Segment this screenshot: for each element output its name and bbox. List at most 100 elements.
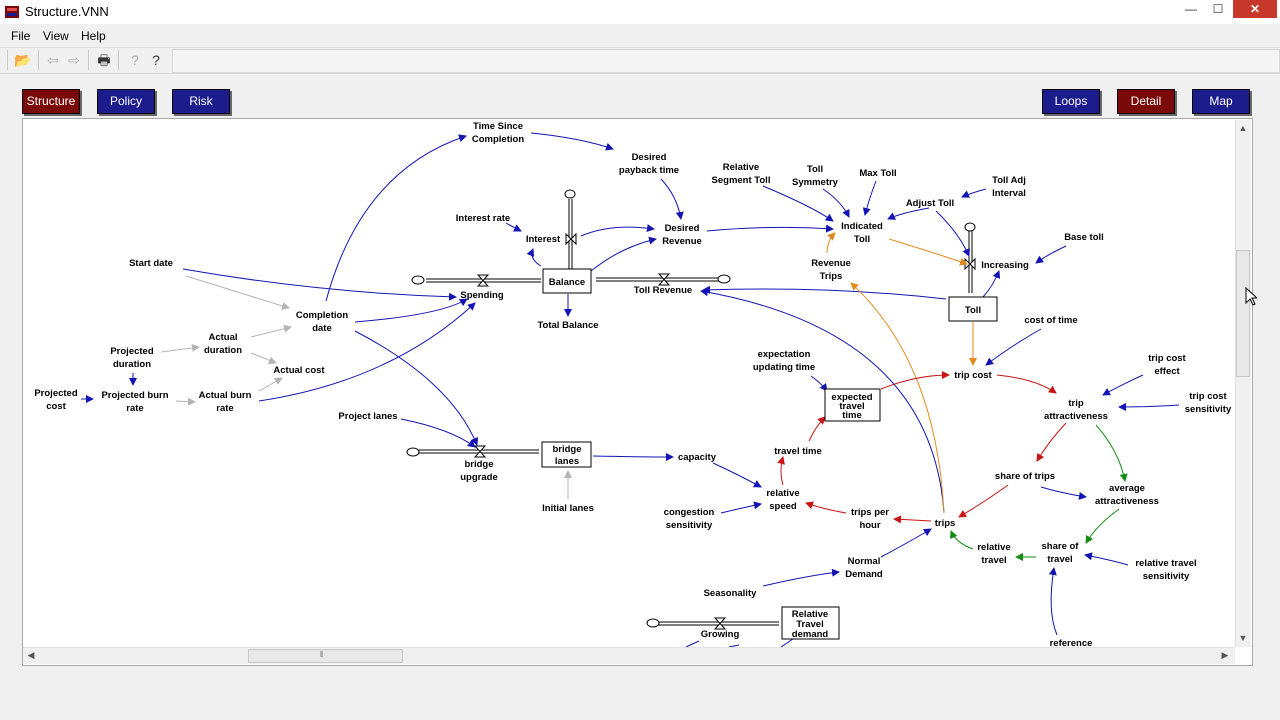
maximize-button[interactable]: ☐ xyxy=(1212,2,1224,16)
var-capacity[interactable]: capacity xyxy=(678,452,717,463)
detail-button[interactable]: Detail xyxy=(1117,89,1175,114)
var-toll-symmetry-line1[interactable]: Toll xyxy=(807,164,823,175)
var-trip-attractiveness-line1[interactable]: trip xyxy=(1068,398,1084,409)
var-trip-cost-effect-line1[interactable]: trip cost xyxy=(1148,353,1186,364)
var-revenue-trips-line2[interactable]: Trips xyxy=(820,271,843,282)
var-average-attractiveness-line1[interactable]: average xyxy=(1109,483,1145,494)
var-revenue-trips-line1[interactable]: Revenue xyxy=(811,258,851,269)
scroll-up-arrow-icon[interactable]: ▲ xyxy=(1238,123,1248,133)
map-button[interactable]: Map xyxy=(1192,89,1250,114)
stock-expected-travel-time-line2[interactable]: travel xyxy=(839,401,864,412)
var-spending[interactable]: Spending xyxy=(460,290,503,301)
var-trip-cost[interactable]: trip cost xyxy=(954,370,992,381)
help-icon[interactable]: ? xyxy=(152,52,160,68)
vertical-scrollbar[interactable] xyxy=(1235,120,1251,647)
var-expectation-updating-time-line2[interactable]: updating time xyxy=(753,362,815,373)
stock-relative-travel-demand-line2[interactable]: Travel xyxy=(796,619,823,630)
var-projected-duration-line2[interactable]: duration xyxy=(113,359,151,370)
var-actual-duration-line2[interactable]: duration xyxy=(204,345,242,356)
policy-button[interactable]: Policy xyxy=(97,89,155,114)
diagram-canvas[interactable]: Balance Toll expected travel time bridge… xyxy=(22,118,1253,666)
menu-file[interactable]: File xyxy=(11,29,31,43)
var-travel-time[interactable]: travel time xyxy=(774,446,822,457)
var-desired-revenue-line2[interactable]: Revenue xyxy=(662,236,702,247)
var-toll-revenue[interactable]: Toll Revenue xyxy=(634,285,692,296)
var-relative-segment-toll-line1[interactable]: Relative xyxy=(723,162,759,173)
structure-button[interactable]: Structure xyxy=(22,89,80,114)
open-folder-icon[interactable]: 📂 xyxy=(14,52,32,68)
var-total-balance[interactable]: Total Balance xyxy=(537,320,598,331)
var-toll-adj-interval-line2[interactable]: Interval xyxy=(992,188,1026,199)
var-normal-demand-line2[interactable]: Demand xyxy=(845,569,883,580)
var-indicated-toll-line2[interactable]: Toll xyxy=(854,234,870,245)
stock-relative-travel-demand-line1[interactable]: Relative xyxy=(792,609,828,620)
loops-button[interactable]: Loops xyxy=(1042,89,1100,114)
var-relative-travel-line1[interactable]: relative xyxy=(977,542,1010,553)
var-toll-symmetry-line2[interactable]: Symmetry xyxy=(792,177,839,188)
var-indicated-toll-line1[interactable]: Indicated xyxy=(841,221,883,232)
close-button[interactable]: ✕ xyxy=(1233,0,1277,18)
var-max-toll[interactable]: Max Toll xyxy=(859,168,896,179)
horizontal-scrollbar[interactable] xyxy=(23,647,1235,664)
var-projected-cost-line1[interactable]: Projected xyxy=(34,388,77,399)
var-trip-cost-sensitivity-line2[interactable]: sensitivity xyxy=(1185,404,1232,415)
var-actual-burn-rate-line2[interactable]: rate xyxy=(216,403,233,414)
var-trips-per-hour-line1[interactable]: trips per xyxy=(851,507,889,518)
var-trips-per-hour-line2[interactable]: hour xyxy=(859,520,880,531)
var-relative-speed-line1[interactable]: relative xyxy=(766,488,799,499)
var-desired-payback-time-line1[interactable]: Desired xyxy=(632,152,667,163)
stock-relative-travel-demand-line3[interactable]: demand xyxy=(792,629,829,640)
var-relative-speed-line2[interactable]: speed xyxy=(769,501,797,512)
var-congestion-sensitivity-line2[interactable]: sensitivity xyxy=(666,520,713,531)
risk-button[interactable]: Risk xyxy=(172,89,230,114)
var-toll-adj-interval-line1[interactable]: Toll Adj xyxy=(992,175,1026,186)
var-desired-payback-time-line2[interactable]: payback time xyxy=(619,165,679,176)
var-relative-travel-sensitivity-line2[interactable]: sensitivity xyxy=(1143,571,1190,582)
var-relative-travel-line2[interactable]: travel xyxy=(981,555,1006,566)
var-bridge-upgrade-line2[interactable]: upgrade xyxy=(460,472,497,483)
var-normal-demand-line1[interactable]: Normal xyxy=(848,556,881,567)
var-average-attractiveness-line2[interactable]: attractiveness xyxy=(1095,496,1159,507)
var-growing[interactable]: Growing xyxy=(701,629,740,640)
stock-expected-travel-time-line3[interactable]: time xyxy=(842,410,862,421)
var-interest[interactable]: Interest xyxy=(526,234,561,245)
scroll-left-arrow-icon[interactable]: ◀ xyxy=(27,650,35,660)
var-desired-revenue-line1[interactable]: Desired xyxy=(665,223,700,234)
var-actual-cost[interactable]: Actual cost xyxy=(273,365,325,376)
var-relative-segment-toll-line2[interactable]: Segment Toll xyxy=(712,175,771,186)
forward-arrow-icon[interactable]: ⇨ xyxy=(68,52,80,68)
whats-this-icon[interactable]: ? xyxy=(131,52,139,68)
var-share-of-travel-line1[interactable]: share of xyxy=(1042,541,1080,552)
vertical-scroll-thumb[interactable] xyxy=(1236,250,1250,377)
var-increasing[interactable]: Increasing xyxy=(981,260,1029,271)
horizontal-scroll-thumb[interactable] xyxy=(248,649,403,663)
var-time-since-completion-line2[interactable]: Completion xyxy=(472,134,524,145)
var-initial-lanes[interactable]: Initial lanes xyxy=(542,503,594,514)
var-adjust-toll[interactable]: Adjust Toll xyxy=(906,198,954,209)
stock-toll[interactable]: Toll xyxy=(965,305,981,316)
var-trips[interactable]: trips xyxy=(935,518,956,529)
var-projected-burn-rate-line2[interactable]: rate xyxy=(126,403,143,414)
var-cost-of-time[interactable]: cost of time xyxy=(1024,315,1077,326)
var-time-since-completion-line1[interactable]: Time Since xyxy=(473,121,523,132)
var-share-of-travel-line2[interactable]: travel xyxy=(1047,554,1072,565)
var-expectation-updating-time-line1[interactable]: expectation xyxy=(758,349,811,360)
stock-expected-travel-time-line1[interactable]: expected xyxy=(831,392,872,403)
var-share-of-trips[interactable]: share of trips xyxy=(995,471,1055,482)
scroll-down-arrow-icon[interactable]: ▼ xyxy=(1238,633,1248,643)
var-relative-travel-sensitivity-line1[interactable]: relative travel xyxy=(1135,558,1196,569)
var-project-lanes[interactable]: Project lanes xyxy=(338,411,397,422)
var-seasonality[interactable]: Seasonality xyxy=(704,588,758,599)
var-actual-burn-rate-line1[interactable]: Actual burn xyxy=(199,390,252,401)
stock-bridge-lanes-line1[interactable]: bridge xyxy=(552,444,581,455)
var-completion-date-line1[interactable]: Completion xyxy=(296,310,348,321)
menu-view[interactable]: View xyxy=(43,29,69,43)
var-start-date[interactable]: Start date xyxy=(129,258,173,269)
minimize-button[interactable]: — xyxy=(1185,2,1197,16)
var-bridge-upgrade-line1[interactable]: bridge xyxy=(464,459,493,470)
var-base-toll[interactable]: Base toll xyxy=(1064,232,1104,243)
var-reference[interactable]: reference xyxy=(1050,638,1093,649)
stock-bridge-lanes-line2[interactable]: lanes xyxy=(555,456,579,467)
scroll-right-arrow-icon[interactable]: ▶ xyxy=(1221,650,1229,660)
var-trip-cost-sensitivity-line1[interactable]: trip cost xyxy=(1189,391,1227,402)
